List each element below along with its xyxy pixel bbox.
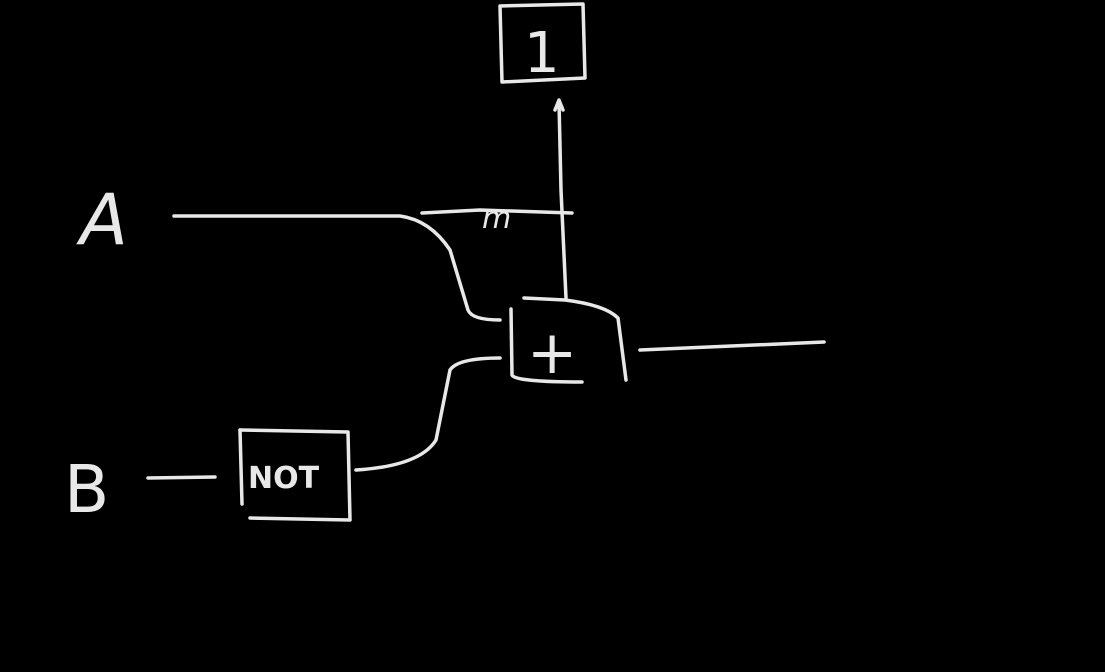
input-a-label: A [76, 179, 128, 261]
not-gate: NOT [238, 428, 352, 522]
wire-not-to-adder [354, 356, 502, 472]
constant-wire [557, 100, 568, 300]
adder-symbol: + [527, 318, 577, 388]
not-gate-label: NOT [248, 461, 320, 496]
output-wire [638, 340, 826, 352]
arrow-head [553, 98, 565, 112]
constant-one-label: 1 [524, 21, 560, 86]
constant-one-box: 1 [498, 2, 587, 86]
adder-block: + [509, 296, 628, 388]
wire-a-branch [420, 208, 574, 215]
input-b-label: B [64, 451, 109, 528]
wire-b [146, 475, 217, 480]
wire-label-m: m [482, 201, 511, 236]
wire-a [172, 214, 502, 322]
